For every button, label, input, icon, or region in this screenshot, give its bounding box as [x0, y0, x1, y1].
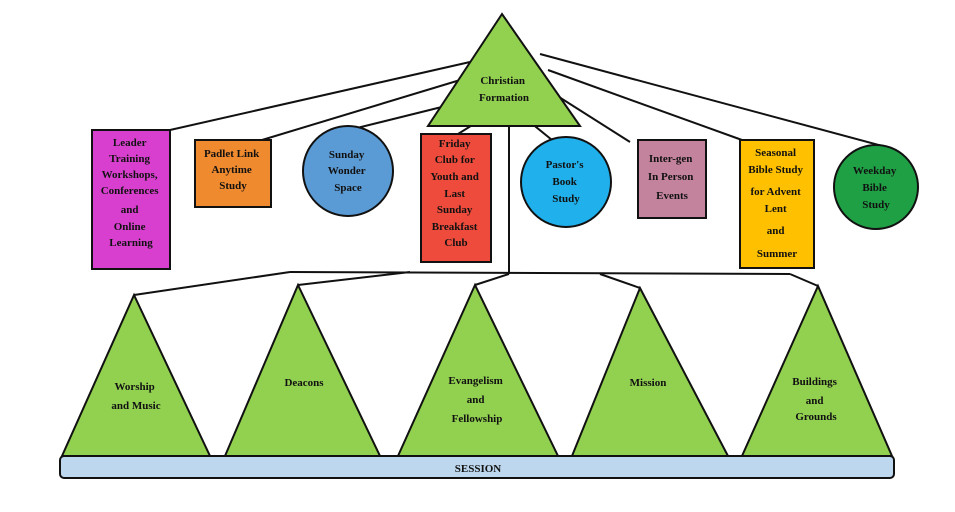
connector-deacons	[297, 271, 411, 286]
committee-triangle	[60, 292, 212, 457]
committee-triangle	[570, 285, 730, 457]
activity-box	[194, 139, 272, 208]
connector-mission	[599, 273, 641, 289]
activity-circle	[520, 136, 612, 228]
session-label: SESSION	[455, 463, 502, 475]
activity-padlet-link: Padlet Link Anytime Study	[194, 139, 272, 208]
committee-nodes: Worship and Music Deacons Evangelism and…	[60, 282, 894, 457]
activity-leader-training: Leader Training Workshops, Conferences a…	[91, 129, 171, 270]
activity-nodes: Leader Training Workshops, Conferences a…	[91, 125, 919, 270]
connector-padlet-link	[261, 73, 481, 141]
activity-friday-club: Friday Club for Youth and Last Sunday Br…	[420, 133, 492, 263]
activity-pastors-book-study: Pastor's Book Study	[520, 136, 612, 228]
committee-buildings-and-grounds: Buildings and Grounds	[740, 283, 894, 457]
activity-label: Sunday Wonder Space	[328, 149, 368, 194]
connector-evangelism	[474, 273, 510, 286]
committee-evangelism-and-fellowship: Evangelism and Fellowship	[396, 282, 560, 457]
committee-label: Mission	[630, 377, 667, 389]
activity-label: Padlet Link Anytime Study	[204, 148, 262, 192]
connector-weekday-bible	[539, 53, 891, 149]
activity-label: Friday Club for Youth and Last Sunday Br…	[430, 138, 481, 249]
connector-leader-training	[169, 61, 471, 131]
committee-worship-and-music: Worship and Music	[60, 292, 212, 457]
committee-mission: Mission	[570, 285, 730, 457]
activity-box	[420, 133, 492, 263]
connector-buildings	[789, 273, 819, 287]
activity-circle	[833, 144, 919, 230]
committee-triangle	[223, 282, 382, 457]
activity-weekday-bible-study: Weekday Bible Study	[833, 144, 919, 230]
activity-inter-gen-events: Inter-gen In Person Events	[637, 139, 707, 219]
activity-label: Inter-gen In Person Events	[648, 153, 696, 202]
christian-formation-triangle	[426, 12, 582, 127]
christian-formation-label: Christian Formation	[479, 75, 529, 104]
connector-horizontal	[289, 271, 791, 275]
committee-label: Worship and Music	[111, 381, 160, 412]
committee-label: Evangelism and Fellowship	[448, 375, 505, 425]
committee-label: Buildings and Grounds	[792, 376, 839, 423]
session-base: SESSION	[59, 455, 895, 479]
activity-box	[739, 139, 815, 269]
committee-triangle	[396, 282, 560, 457]
activity-box	[637, 139, 707, 219]
connector-worship	[133, 271, 291, 296]
committee-deacons: Deacons	[223, 282, 382, 457]
activity-sunday-wonder-space: Sunday Wonder Space	[302, 125, 394, 217]
christian-formation-node: Christian Formation	[426, 12, 582, 127]
activity-seasonal-bible-study: Seasonal Bible Study for Advent Lent and…	[739, 139, 815, 269]
committee-label: Deacons	[284, 377, 324, 389]
session-bar	[59, 455, 895, 479]
committee-triangle	[740, 283, 894, 457]
activity-label: Leader Training Workshops, Conferences a…	[101, 137, 162, 249]
activity-circle	[302, 125, 394, 217]
connector-seasonal-bible	[547, 69, 743, 141]
activity-label: Pastor's Book Study	[546, 159, 587, 205]
activity-box	[91, 129, 171, 270]
activity-label: Weekday Bible Study	[853, 165, 899, 211]
activity-label: Seasonal Bible Study for Advent Lent and…	[748, 147, 805, 260]
